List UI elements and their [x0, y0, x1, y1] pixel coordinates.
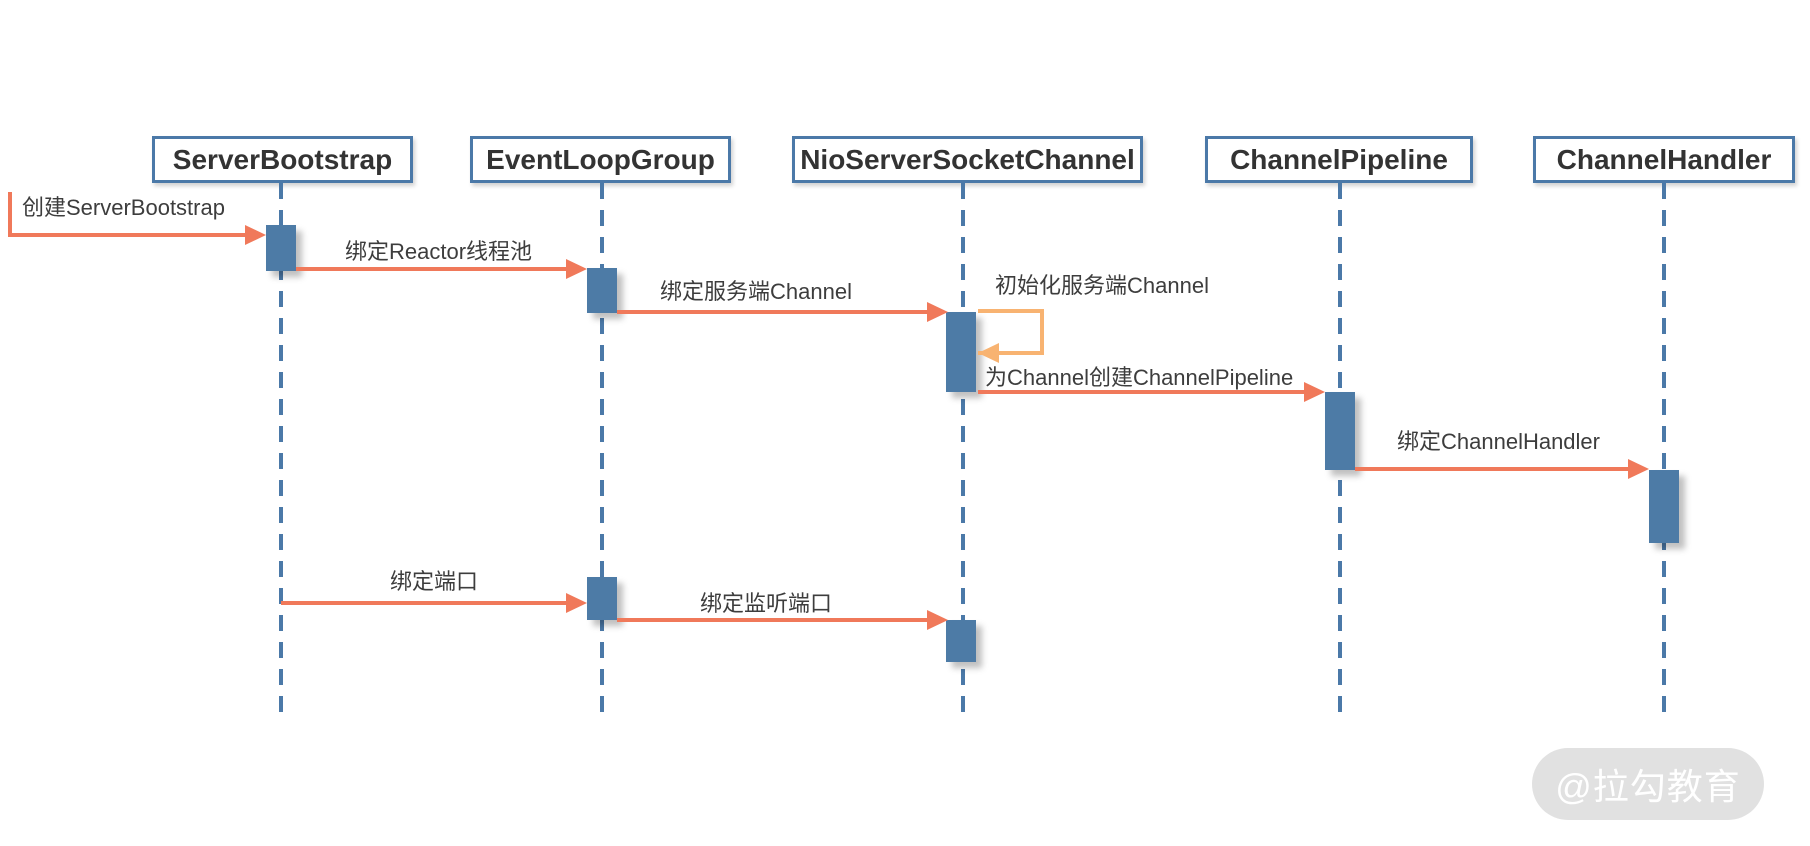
- participant-label: ServerBootstrap: [172, 143, 393, 175]
- lifeline-eventloopgroup: [600, 183, 604, 712]
- message-5-arrowhead-icon: [1304, 382, 1325, 402]
- participant-box-nioserversocketchannel: NioServerSocketChannel: [792, 136, 1143, 183]
- message-6-arrowhead-icon: [1628, 459, 1649, 479]
- message-3-label: 绑定服务端Channel: [660, 279, 852, 304]
- self-message-arrowhead-icon: [978, 343, 999, 363]
- participant-box-channelpipeline: ChannelPipeline: [1205, 136, 1473, 183]
- activation-bar-channelhandler: [1649, 470, 1679, 543]
- lifeline-serverbootstrap: [279, 183, 283, 712]
- message-6-line: [1355, 467, 1629, 471]
- activation-bar-serverbootstrap: [266, 225, 296, 271]
- activation-bar-nioserversocketchannel-2: [946, 620, 976, 662]
- watermark-text: @拉勾教育: [1555, 766, 1741, 807]
- watermark-badge: @拉勾教育: [1532, 748, 1764, 820]
- participant-box-channelhandler: ChannelHandler: [1533, 136, 1795, 183]
- message-5-line: [978, 390, 1305, 394]
- participant-label: EventLoopGroup: [486, 143, 715, 175]
- message-6-label: 绑定ChannelHandler: [1397, 429, 1600, 454]
- message-3-line: [617, 310, 928, 314]
- activation-bar-nioserversocketchannel-1: [946, 312, 976, 392]
- participant-box-eventloopgroup: EventLoopGroup: [470, 136, 731, 183]
- message-4-label: 初始化服务端Channel: [995, 273, 1209, 298]
- activation-bar-eventloopgroup-2: [587, 577, 617, 620]
- message-2-label: 绑定Reactor线程池: [345, 239, 533, 264]
- participant-label: ChannelHandler: [1556, 143, 1772, 175]
- participant-label: NioServerSocketChannel: [800, 143, 1135, 175]
- activation-bar-eventloopgroup-1: [587, 268, 617, 313]
- self-message-loop: [978, 309, 1044, 355]
- message-1-vertical-line: [8, 192, 12, 235]
- message-3-arrowhead-icon: [927, 302, 948, 322]
- participant-label: ChannelPipeline: [1230, 143, 1448, 175]
- message-1-arrowhead-icon: [245, 225, 266, 245]
- message-2-line: [296, 267, 567, 271]
- message-8-arrowhead-icon: [927, 610, 948, 630]
- message-7-arrowhead-icon: [566, 593, 587, 613]
- lifeline-channelhandler: [1662, 183, 1666, 712]
- activation-bar-channelpipeline: [1325, 392, 1355, 470]
- message-7-line: [281, 601, 567, 605]
- message-7-label: 绑定端口: [390, 569, 479, 594]
- participant-box-serverbootstrap: ServerBootstrap: [152, 136, 413, 183]
- message-2-arrowhead-icon: [566, 259, 587, 279]
- message-5-label: 为Channel创建ChannelPipeline: [985, 365, 1294, 390]
- message-8-label: 绑定监听端口: [700, 591, 833, 616]
- message-8-line: [617, 618, 928, 622]
- lifeline-nioserversocketchannel: [961, 183, 965, 712]
- message-1-label: 创建ServerBootstrap: [22, 195, 225, 220]
- message-1-line: [8, 233, 246, 237]
